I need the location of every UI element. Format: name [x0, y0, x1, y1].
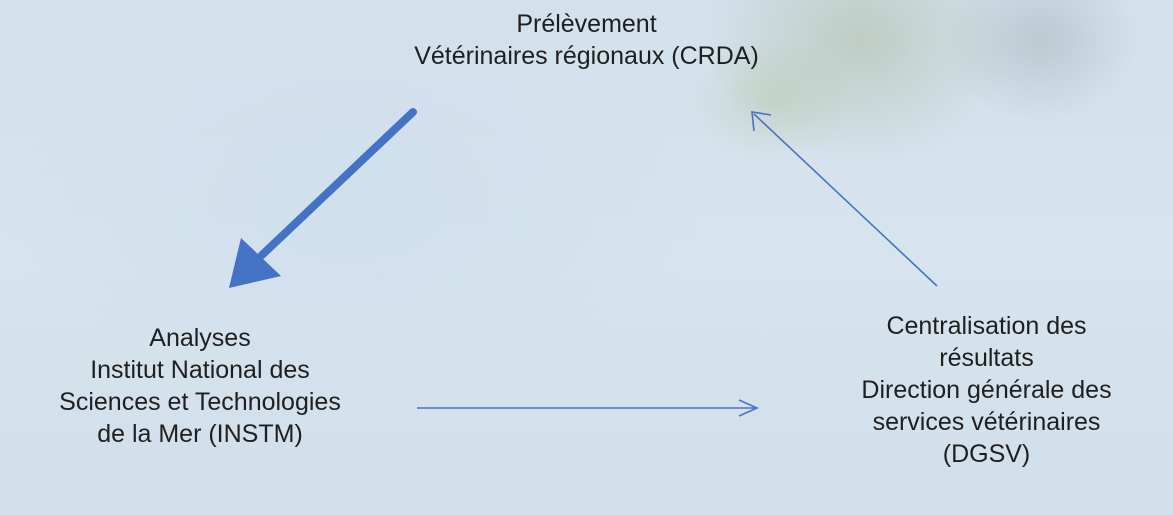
node-analyses-title: Analyses: [149, 324, 251, 352]
node-prelevement: Prélèvement Vétérinaires régionaux (CRDA…: [320, 8, 853, 72]
node-centralisation-actor-line-2: services vétérinaires: [872, 408, 1101, 436]
node-analyses-actor-line-2: Sciences et Technologies: [59, 388, 341, 416]
node-centralisation-actor-line-3: (DGSV): [942, 440, 1031, 468]
arrow-prelevement-to-analyses-head: [229, 238, 281, 288]
arrow-centralisation-to-prelevement: [753, 113, 938, 287]
node-centralisation: Centralisation des résultats Direction g…: [800, 310, 1173, 470]
node-prelevement-title: Prélèvement: [516, 10, 657, 38]
node-centralisation-title-line-2: résultats: [939, 344, 1034, 372]
arrow-prelevement-to-analyses: [258, 108, 417, 259]
node-analyses-actor-line-3: de la Mer (INSTM): [97, 420, 303, 448]
node-prelevement-actor: Vétérinaires régionaux (CRDA): [414, 42, 759, 70]
arrow-analyses-to-centralisation-head: [738, 399, 759, 417]
node-analyses: Analyses Institut National des Sciences …: [0, 322, 400, 450]
node-centralisation-title-line-1: Centralisation des: [886, 312, 1087, 340]
node-analyses-actor-line-1: Institut National des: [90, 356, 310, 384]
node-centralisation-actor-line-1: Direction générale des: [861, 376, 1112, 404]
arrow-centralisation-to-prelevement-head: [751, 111, 772, 132]
